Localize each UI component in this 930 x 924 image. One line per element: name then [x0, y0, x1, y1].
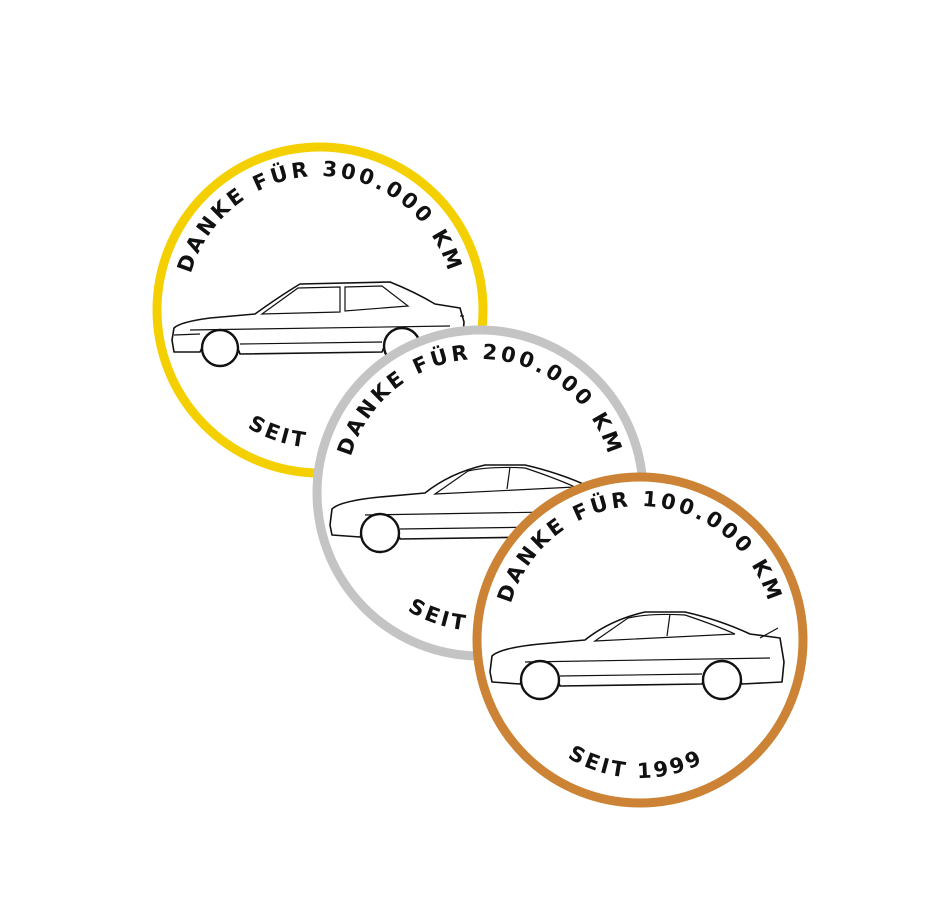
wheel-icon	[359, 512, 401, 554]
wheel-icon	[519, 659, 561, 701]
wheel-icon	[701, 659, 743, 701]
coupe-car-icon	[489, 611, 785, 701]
wheel-icon	[200, 328, 240, 368]
